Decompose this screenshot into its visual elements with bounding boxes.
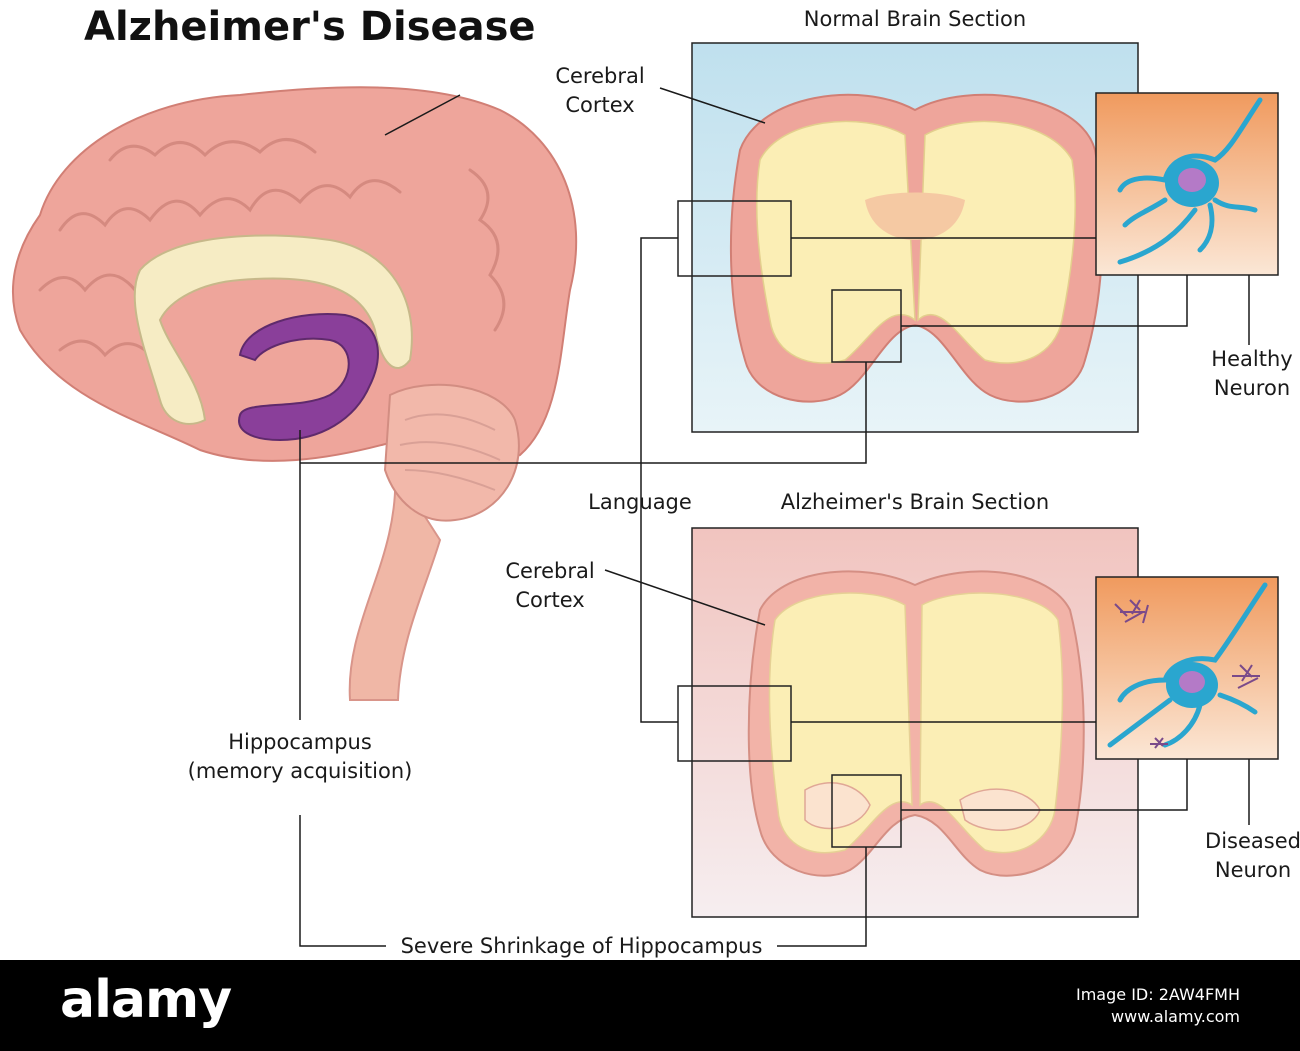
cerebellum-folds	[399, 413, 501, 491]
cerebellum	[383, 383, 520, 522]
leader-diseased-neuron	[791, 721, 1250, 825]
label-shrinkage: Severe Shrinkage of Hippocampus	[400, 934, 763, 958]
cortex-folds	[38, 138, 506, 362]
normal-coronal-slice	[729, 93, 1104, 403]
brain-stem	[348, 466, 442, 701]
leader-healthy-neuron	[791, 237, 1250, 345]
label-language: Language	[588, 490, 692, 514]
leader-hippocampus-normal	[300, 362, 867, 464]
diseased-neuron	[1107, 582, 1268, 749]
illustration	[11, 42, 1279, 947]
watermark-logo: alamy	[60, 970, 232, 1030]
sagittal-brain	[11, 86, 578, 701]
leader-lines	[299, 87, 1250, 947]
leader-shrinkage	[299, 815, 867, 947]
leader-cortex-normal	[659, 87, 766, 124]
label-normal-section: Normal Brain Section	[803, 7, 1027, 31]
leader-language	[640, 237, 678, 723]
healthy-neuron	[1117, 97, 1263, 265]
hippocampus-shape	[238, 313, 379, 442]
label-hippocampus: Hippocampus(memory acquisition)	[187, 730, 413, 783]
label-alz-section: Alzheimer's Brain Section	[780, 490, 1050, 514]
plaque-3	[1150, 737, 1168, 749]
diagram-title: Alzheimer's Disease	[84, 4, 536, 50]
alz-cortex-box	[677, 685, 792, 762]
leader-cortex-alz	[604, 569, 766, 626]
leader-cortex-sagittal	[384, 94, 461, 136]
watermark-image-id: Image ID: 2AW4FMH www.alamy.com	[1076, 985, 1240, 1026]
watermark-bar	[0, 960, 1300, 1051]
plaque-1	[1114, 599, 1149, 624]
corpus-callosum	[133, 234, 413, 425]
plaque-2	[1232, 664, 1260, 689]
